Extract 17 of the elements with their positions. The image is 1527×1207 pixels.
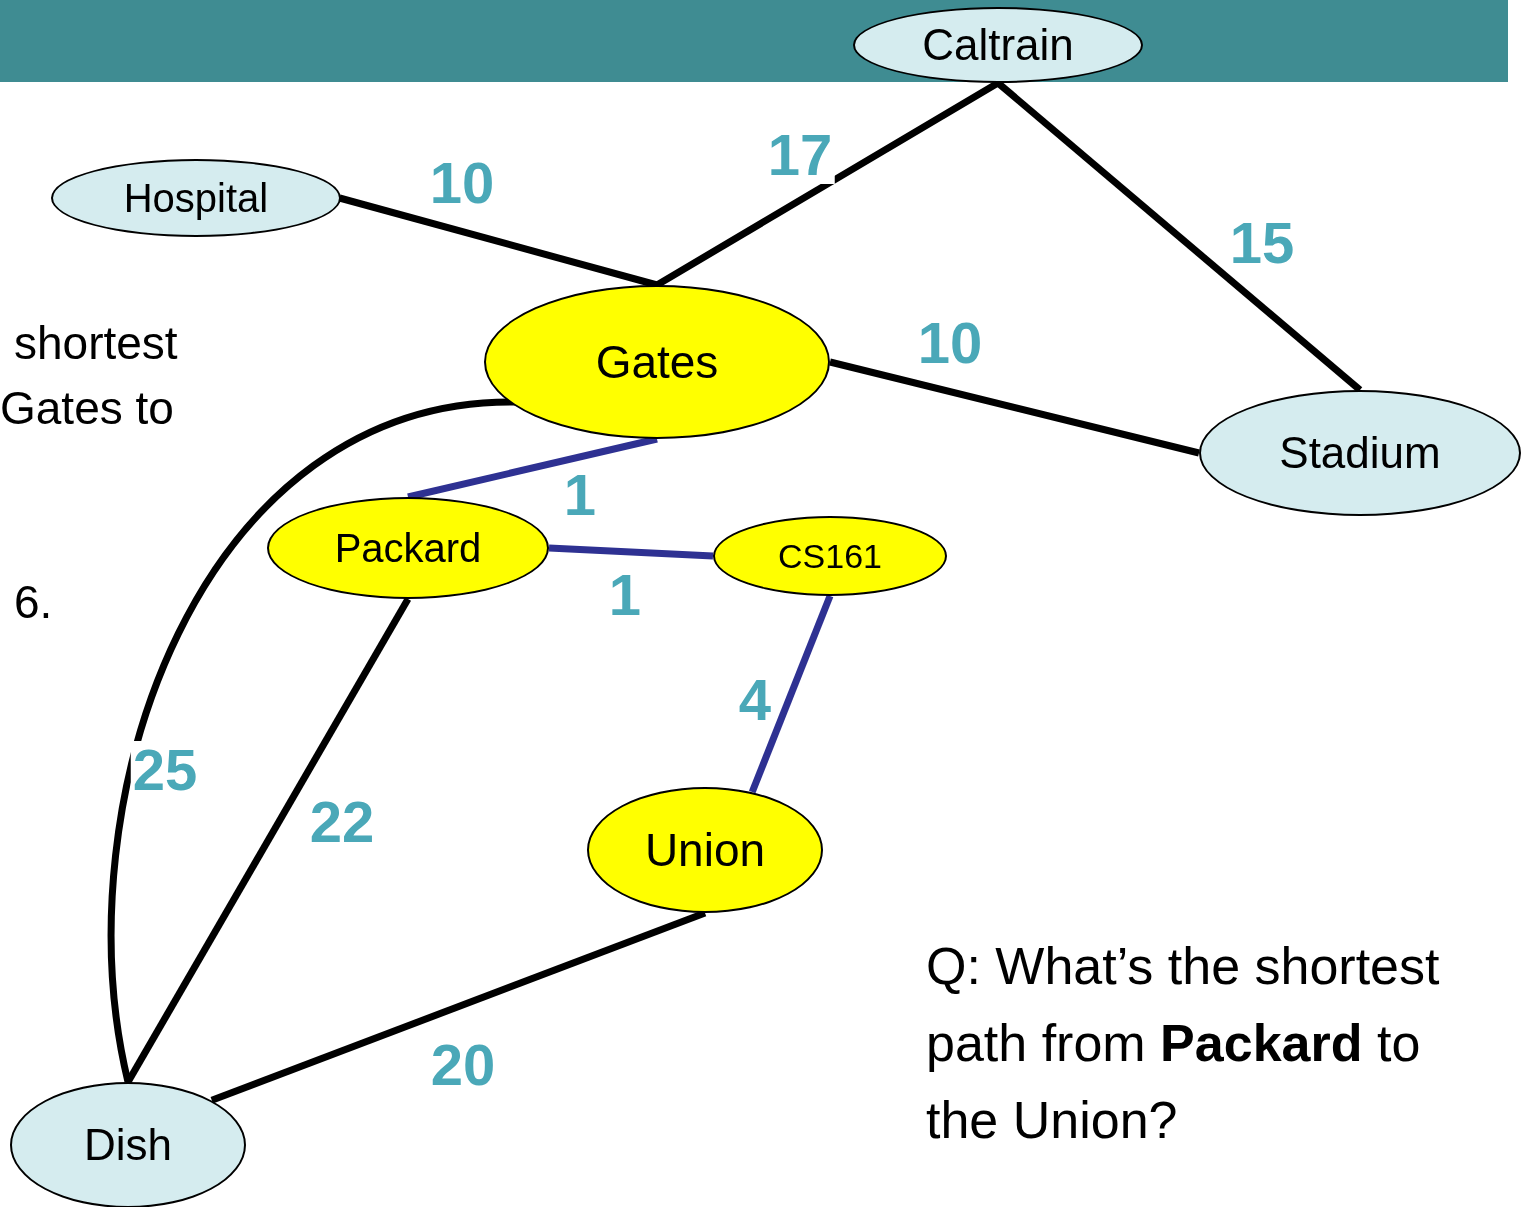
node-label: Packard (334, 525, 482, 571)
edge-line (655, 80, 1000, 288)
node-label: Caltrain (922, 20, 1074, 70)
edge-line (829, 358, 1200, 457)
node-label: Hospital (123, 175, 269, 221)
node-label: Dish (84, 1120, 172, 1170)
side-text: shortest (14, 318, 178, 369)
question-text: Q: What’s the shortest path from Packard to the Union? (926, 936, 1441, 1151)
side-text: Gates to (0, 383, 174, 434)
node-label: Stadium (1279, 428, 1441, 478)
node-label: Gates (595, 335, 719, 389)
side-text: 6. (14, 577, 53, 628)
edge-line (995, 80, 1363, 393)
edge-line (748, 594, 834, 794)
node-label: CS161 (778, 536, 882, 576)
node-label: Union (644, 823, 766, 877)
edge-line (548, 544, 714, 560)
